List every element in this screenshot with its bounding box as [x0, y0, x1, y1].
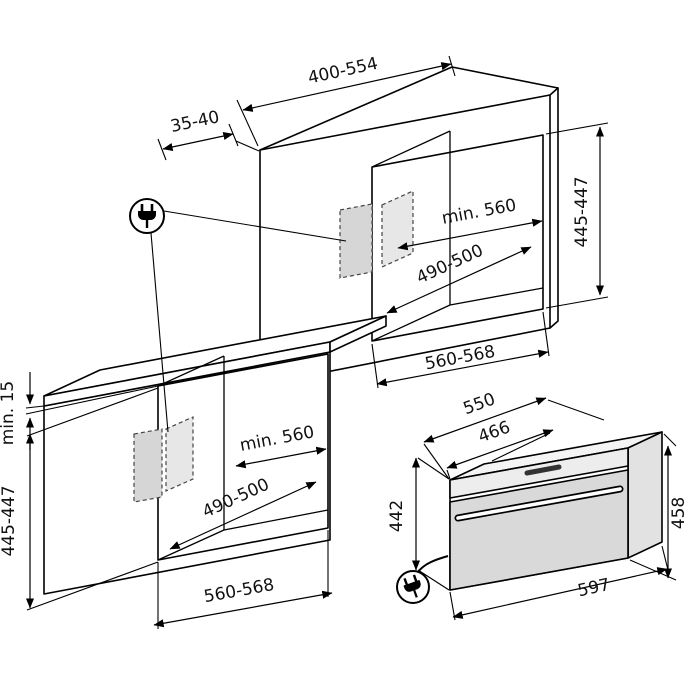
extension-line: [449, 591, 456, 621]
dim-label-tall-niche-height: 445-447: [572, 176, 592, 247]
leader-line: [235, 140, 260, 152]
extension-line: [629, 559, 677, 581]
oven-right-face: [627, 431, 663, 559]
dimension-line: [446, 429, 554, 469]
leader-line: [547, 399, 605, 421]
dimension-line: [376, 349, 549, 387]
outlet-zone-hidden-tall: [339, 203, 373, 279]
dim-label-tall-top-depth: 400-554: [306, 54, 380, 89]
worktop-side-edge: [329, 315, 387, 353]
plug-pins: [140, 204, 154, 212]
tall-unit-niche-interior: [371, 130, 544, 342]
power-plug-icon-tall: [129, 198, 165, 234]
dim-tall-niche-height: 445-447: [545, 122, 609, 309]
outlet-leader-bottom: [150, 232, 169, 433]
leader-line: [423, 443, 450, 480]
dim-base-worktop-clearance: min. 15: [0, 372, 159, 450]
outlet-zone-hidden-base: [133, 428, 163, 503]
oven-display: [524, 464, 562, 476]
extension-line: [663, 433, 677, 447]
plug-circle: [129, 198, 165, 234]
plug-body: [403, 579, 421, 592]
dimension-line: [386, 246, 532, 314]
dimension-line: [235, 446, 327, 469]
extension-line: [545, 296, 609, 309]
plug-circle: [396, 570, 430, 604]
dim-label-oven-depth-total: 550: [461, 389, 498, 419]
extension-line: [236, 99, 259, 147]
oven-view: 550 466 442 458 597: [387, 389, 689, 621]
tall-unit-view: 400-554 35-40 min. 560 445-447 490-500: [157, 54, 609, 389]
dim-label-oven-height-rear: 442: [387, 500, 407, 532]
dim-oven-height-rear: 442: [387, 457, 450, 591]
dimension-line: [452, 567, 668, 619]
leader-line: [446, 469, 451, 480]
extension-line: [157, 138, 167, 161]
dimension-line: [162, 132, 234, 151]
oven-handle-fill: [456, 487, 622, 520]
extension-line: [25, 385, 159, 415]
dim-label-oven-height-front: 458: [669, 497, 689, 529]
oven-door: [449, 469, 629, 591]
extension-line: [228, 123, 239, 147]
extension-line: [26, 561, 159, 611]
dimension-line: [169, 481, 317, 550]
dimension-line: [153, 590, 333, 628]
extension-line: [545, 122, 609, 135]
extension-line: [417, 457, 450, 480]
outlet-leader-top: [163, 210, 347, 242]
plug-stem: [413, 589, 418, 598]
extension-line: [417, 569, 450, 591]
dim-base-niche-height: 445-447: [0, 387, 159, 611]
base-unit-view: min. 15 445-447 min. 560 490-500 560-568: [0, 315, 387, 629]
dim-label-oven-width: 597: [576, 575, 612, 602]
dimension-line: [242, 62, 452, 112]
extension-line: [25, 405, 45, 409]
dim-label-tall-front-clearance: 35-40: [169, 107, 221, 137]
dimension-line: [397, 218, 543, 251]
dim-label-base-worktop-clearance: min. 15: [0, 381, 18, 446]
plug-body: [138, 211, 156, 220]
extension-line: [542, 311, 550, 357]
extension-line: [448, 55, 456, 77]
extension-line: [661, 545, 670, 575]
dim-label-base-niche-height: 445-447: [0, 485, 19, 556]
outlet-zone-base: [165, 416, 194, 492]
base-unit-niche-interior: [157, 355, 329, 561]
plug-glyph: [403, 574, 421, 598]
dimension-line: [423, 397, 547, 443]
dim-label-base-niche-width: 560-568: [202, 575, 275, 607]
oven-power-cord: [417, 555, 449, 573]
extension-line: [26, 387, 159, 437]
power-plug-icon-oven: [396, 570, 430, 604]
plug-pins: [403, 574, 418, 586]
